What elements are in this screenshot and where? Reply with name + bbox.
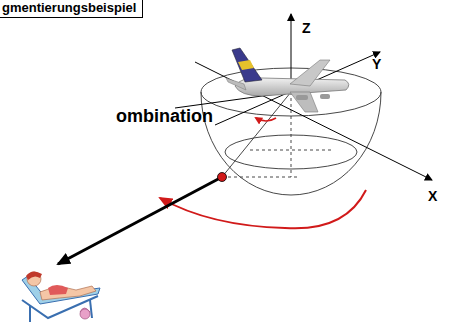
title-text: gmentierungsbeispiel bbox=[2, 0, 139, 15]
sunbather bbox=[22, 271, 100, 322]
sight-line bbox=[58, 177, 222, 264]
axis-label: X bbox=[428, 188, 437, 204]
axes bbox=[175, 14, 432, 180]
hemisphere bbox=[201, 68, 381, 195]
rotation-arc bbox=[160, 190, 366, 228]
airplane bbox=[226, 48, 349, 112]
axis-label: Z bbox=[302, 20, 311, 36]
rotation-arc-small bbox=[256, 118, 276, 121]
caption-fragment: ombination bbox=[116, 106, 213, 127]
intersection-point bbox=[218, 173, 227, 182]
title-box: gmentierungsbeispiel bbox=[0, 0, 143, 18]
axis-label: Y bbox=[372, 56, 381, 72]
